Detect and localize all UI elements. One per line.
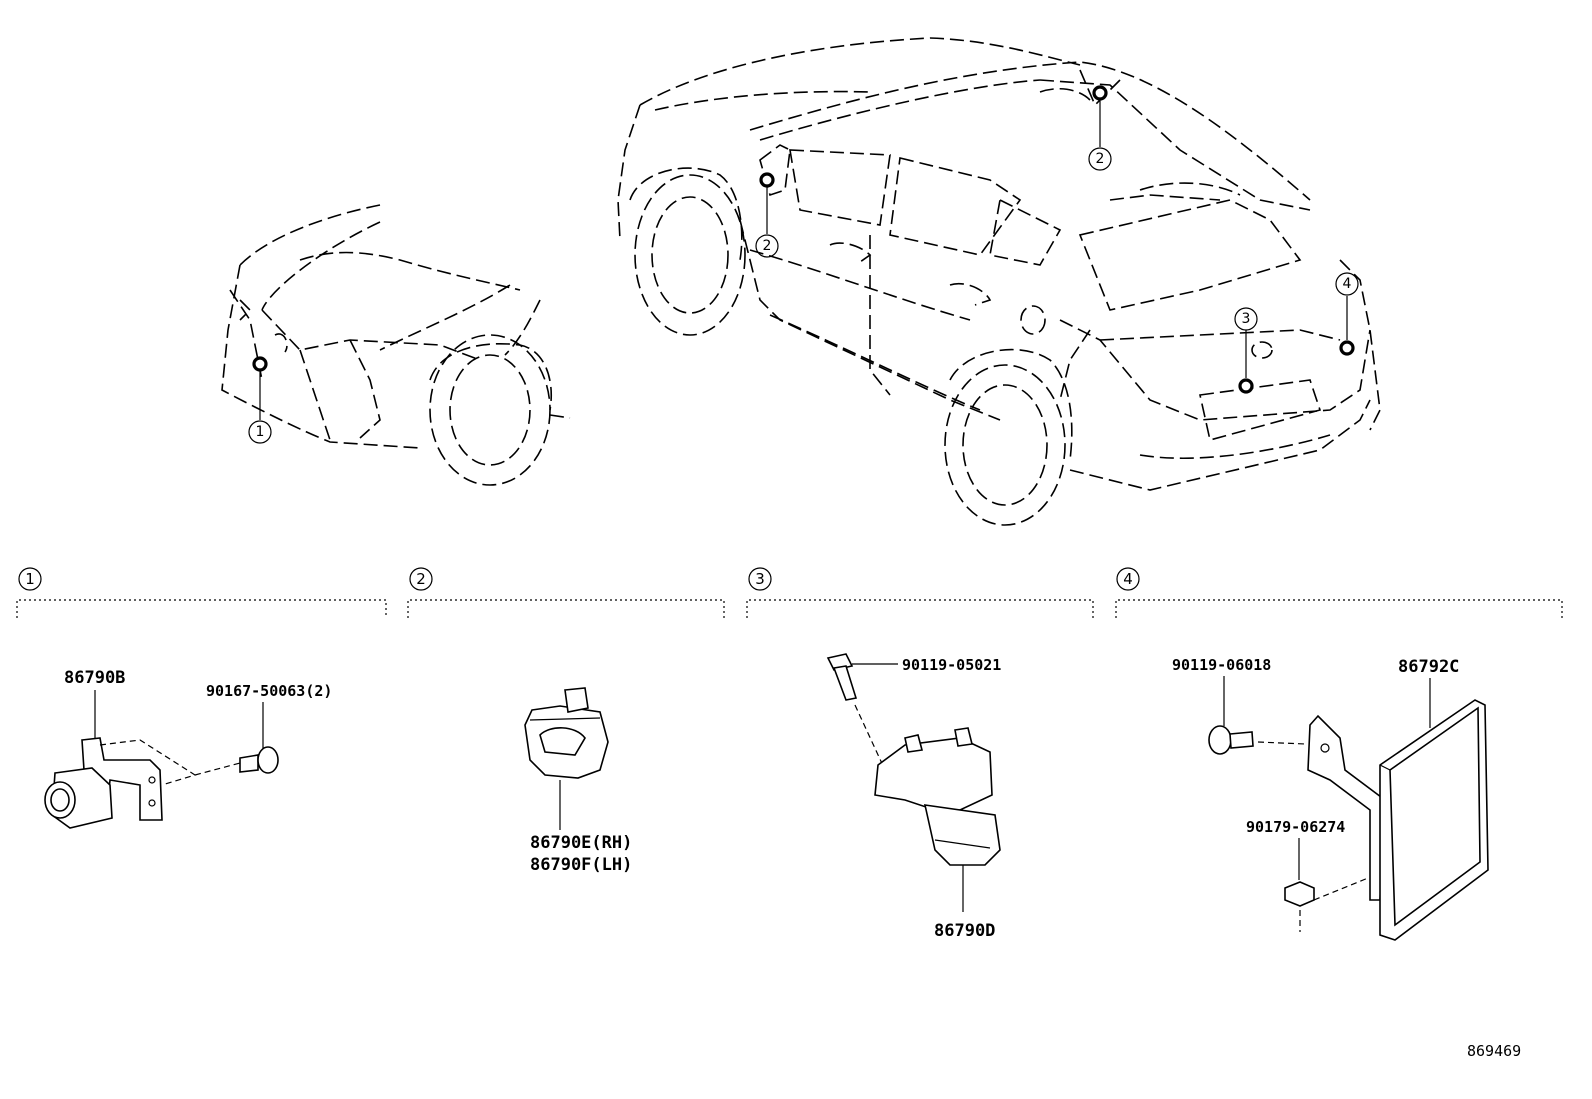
callout-front-bumper: 1 <box>248 420 272 444</box>
part-label-90179-06274: 90179-06274 <box>1246 818 1345 836</box>
svg-text:2: 2 <box>763 238 772 254</box>
diagram-id: 869469 <box>1467 1042 1521 1060</box>
part-label-90167-50063: 90167-50063(2) <box>206 682 332 700</box>
svg-text:4: 4 <box>1343 276 1352 292</box>
svg-text:3: 3 <box>1242 311 1251 327</box>
part-label-86792C: 86792C <box>1398 657 1459 677</box>
part-label-90119-06018: 90119-06018 <box>1172 656 1271 674</box>
callout-rear-plate: 3 <box>1234 307 1258 331</box>
front-vehicle-illustration <box>221 204 571 486</box>
svg-text:3: 3 <box>755 570 765 588</box>
callout-rear-quarter: 4 <box>1335 272 1359 296</box>
svg-text:2: 2 <box>416 570 426 588</box>
callout-left-mirror: 2 <box>755 234 779 258</box>
part-label-86790B: 86790B <box>64 668 125 688</box>
part-label-90119-05021: 90119-05021 <box>902 656 1001 674</box>
svg-text:2: 2 <box>1096 151 1105 167</box>
front-camera-part: 86790B 90167-50063(2) <box>44 668 332 829</box>
section-header-1: 1 <box>16 567 387 618</box>
section-header-4: 4 <box>1115 567 1563 618</box>
part-label-86790D: 86790D <box>934 921 995 941</box>
ecu-part: 90119-06018 86792C 90179-06274 <box>1172 656 1489 941</box>
part-label-86790F: 86790F(LH) <box>530 855 632 875</box>
svg-text:4: 4 <box>1123 570 1133 588</box>
part-label-86790E: 86790E(RH) <box>530 833 632 853</box>
rear-camera-part: 90119-05021 86790D <box>826 653 1001 941</box>
svg-text:1: 1 <box>25 570 35 588</box>
callout-roof-rear: 2 <box>1088 147 1112 171</box>
side-camera-part: 86790E(RH) 86790F(LH) <box>524 687 632 875</box>
section-header-2: 2 <box>407 567 725 618</box>
rear-vehicle-illustration <box>617 37 1381 526</box>
svg-text:1: 1 <box>256 424 265 440</box>
section-header-3: 3 <box>746 567 1094 618</box>
